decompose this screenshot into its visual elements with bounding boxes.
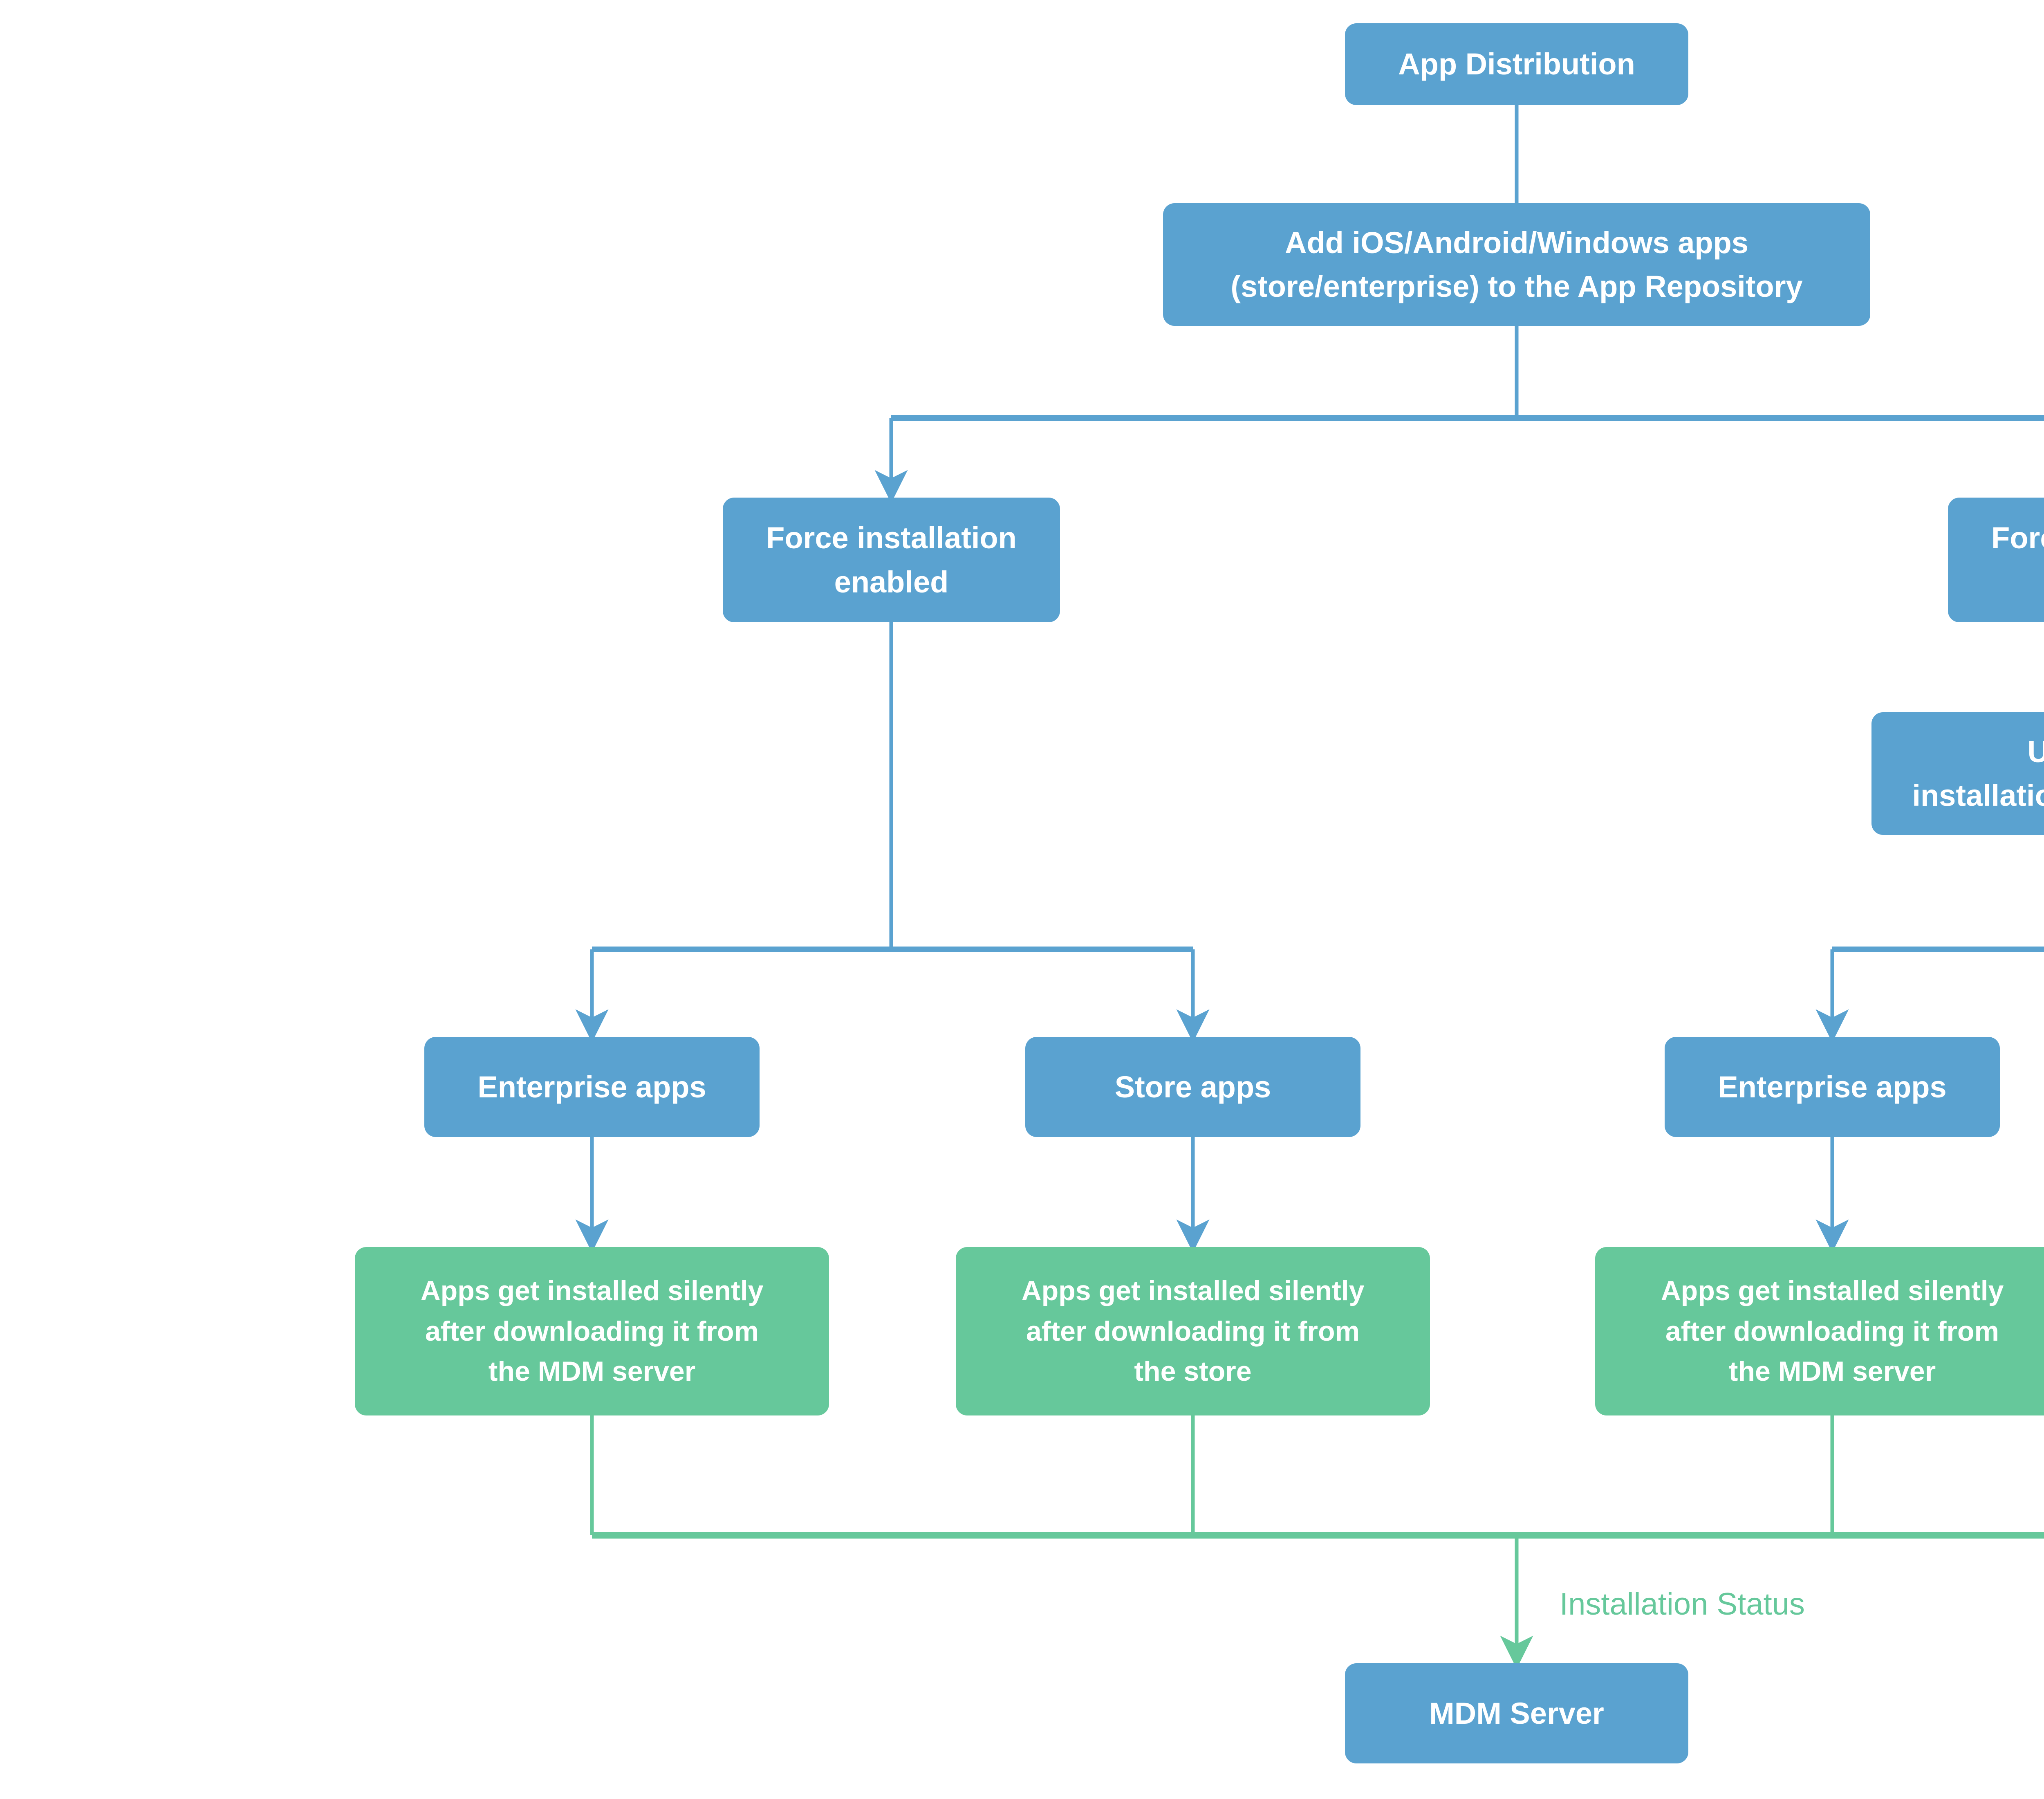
node-label: User initiatesinstallation from App Cata… [1912,734,2044,812]
node-store-apps-left[interactable]: Store apps [1025,1037,1360,1137]
node-force-install-disabled[interactable]: Force installationdisabled [1948,498,2044,622]
edge-label-installation-status: Installation Status [1560,1587,1805,1622]
node-user-initiates[interactable]: User initiatesinstallation from App Cata… [1871,712,2044,835]
node-add-apps[interactable]: Add iOS/Android/Windows apps(store/enter… [1163,203,1870,326]
node-label: Force installationdisabled [1991,521,2044,555]
node-label: Add iOS/Android/Windows apps(store/enter… [1230,225,1803,303]
node-label: Enterprise apps [1718,1070,1947,1104]
node-enterprise-apps-left[interactable]: Enterprise apps [424,1037,760,1137]
node-enterprise-apps-right[interactable]: Enterprise apps [1665,1037,2000,1137]
node-label: Enterprise apps [477,1070,706,1104]
node-label: MDM Server [1429,1696,1604,1730]
node-app-distribution[interactable]: App Distribution [1345,23,1688,105]
node-label: Store apps [1114,1070,1271,1104]
node-label: App Distribution [1398,47,1635,81]
node-mdm-server[interactable]: MDM Server [1345,1663,1688,1763]
